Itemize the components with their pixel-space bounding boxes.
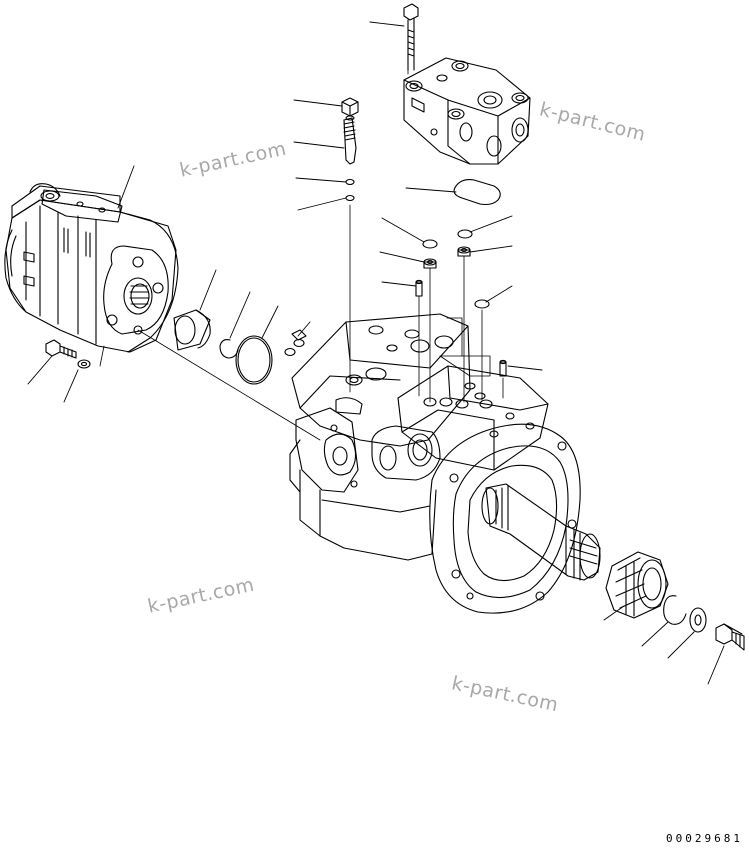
shaft-snap-ring	[664, 596, 686, 625]
orifice-o-ring-right	[458, 230, 472, 238]
control-valve-block	[404, 58, 530, 164]
valve-block-bolt	[404, 4, 418, 70]
drive-shaft	[482, 484, 600, 580]
dowel-pin-right	[500, 360, 506, 376]
orifice-left	[424, 259, 436, 268]
snap-ring	[220, 340, 238, 358]
roller-bearing	[606, 552, 668, 618]
assembly-lines	[100, 70, 503, 440]
small-o-ring-2	[346, 196, 354, 201]
hex-plug	[342, 98, 358, 116]
main-pump-housing	[290, 314, 580, 613]
coupling-sleeve	[174, 310, 210, 350]
shaft-bolt	[716, 624, 744, 650]
valve-block-gasket	[454, 180, 500, 205]
pump-mounting-bolt	[46, 340, 76, 358]
gear-pump	[5, 184, 178, 352]
orifice-o-ring-left	[423, 240, 437, 248]
adjusting-screw	[344, 116, 356, 164]
o-ring-right-small	[475, 300, 489, 308]
drawing-code: 00029681	[666, 832, 743, 845]
pump-washer	[78, 360, 90, 368]
shaft-washer	[690, 608, 706, 632]
dowel-pin-left	[416, 280, 422, 296]
small-o-ring-1	[346, 180, 354, 185]
o-ring-small-pair	[285, 330, 306, 356]
orifice-right	[458, 247, 470, 256]
leader-lines	[28, 22, 724, 684]
o-ring-large	[236, 336, 272, 384]
